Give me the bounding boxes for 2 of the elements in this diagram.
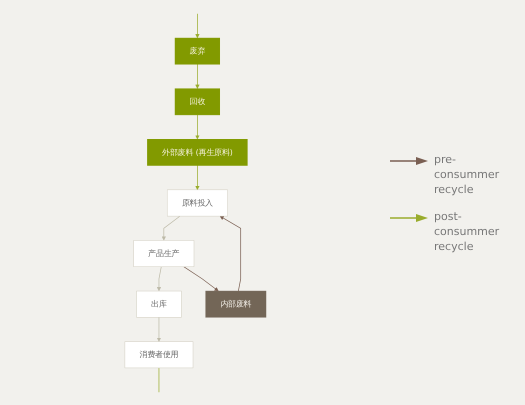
legend-text: post-consummer recycle <box>434 208 500 254</box>
legend-text: pre-consummer recycle <box>434 152 500 196</box>
